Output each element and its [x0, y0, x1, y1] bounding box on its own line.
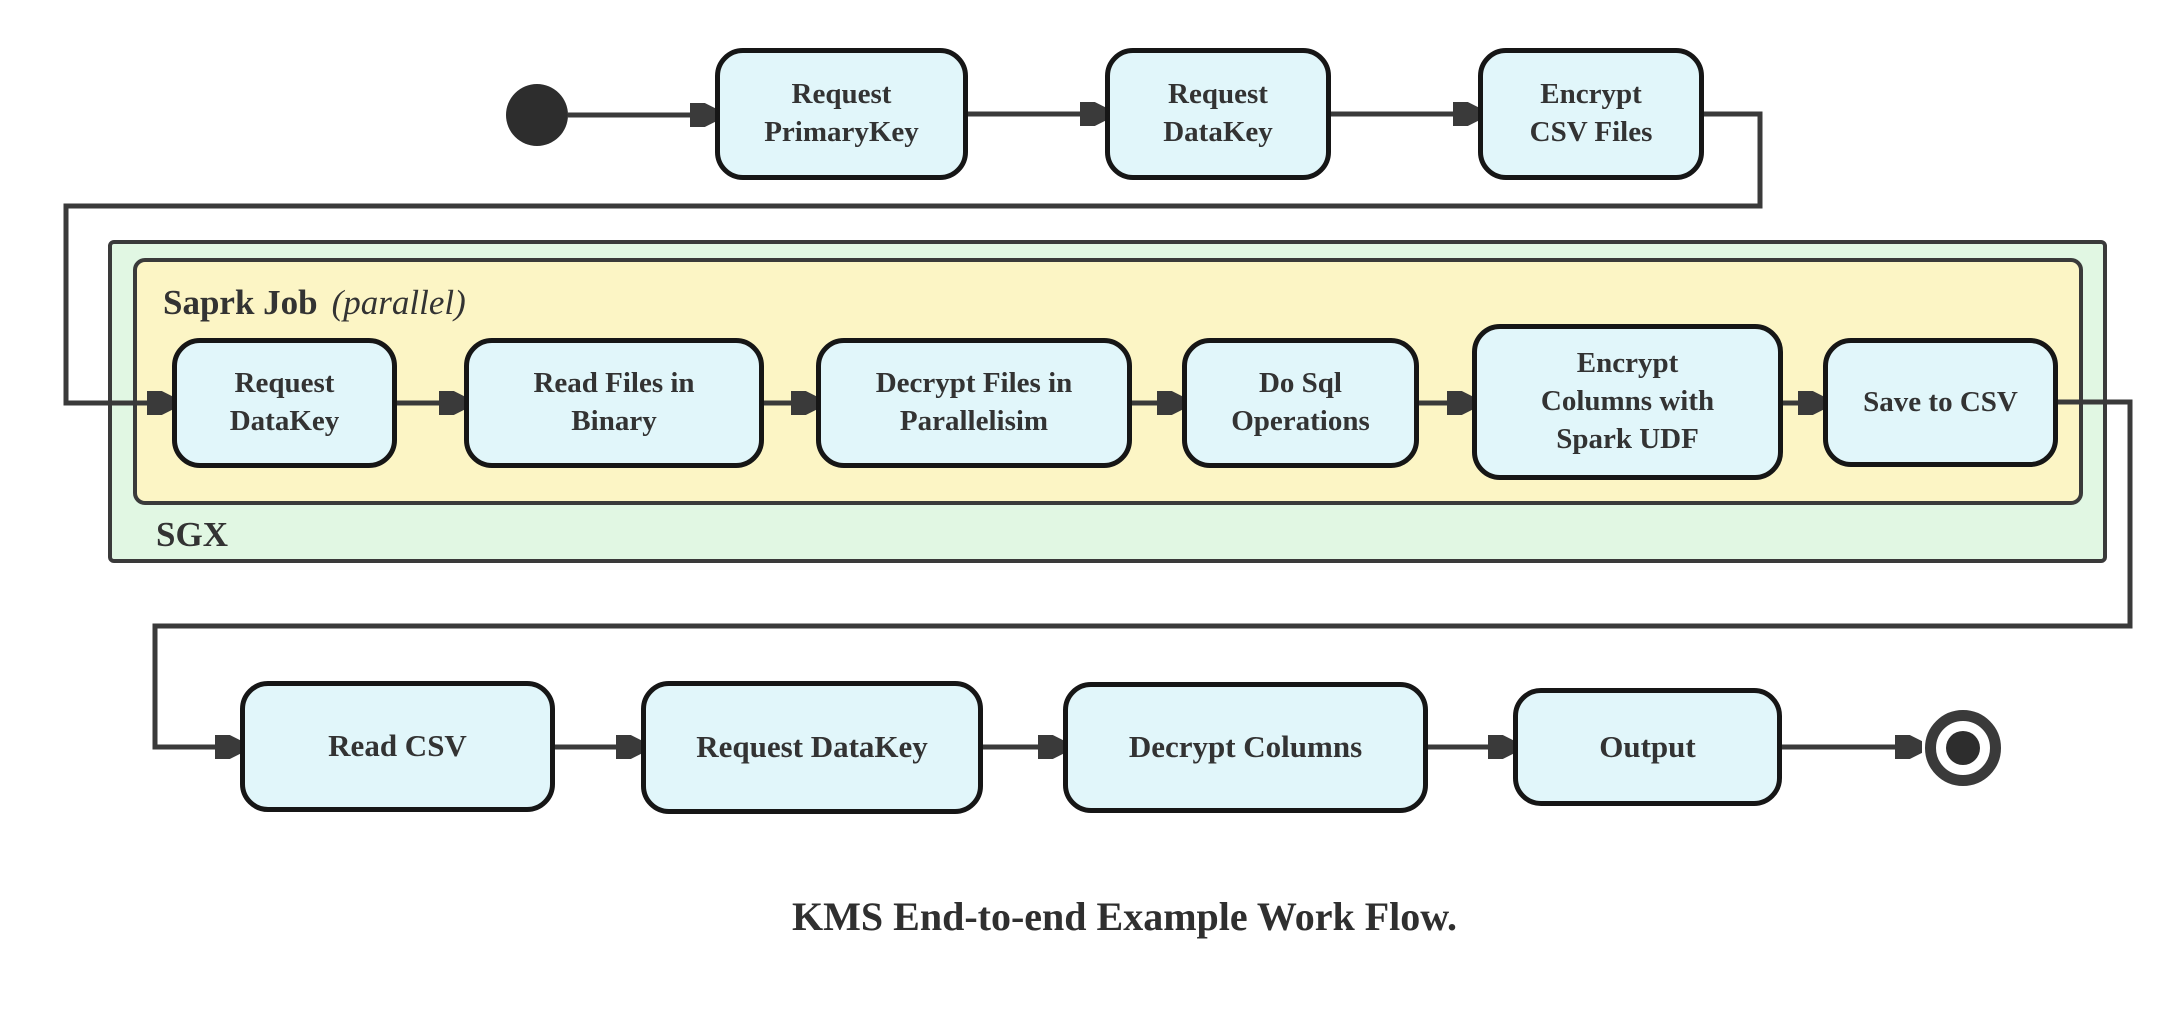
- node-encrypt-columns-with-spark-udf: Encrypt Columns with Spark UDF: [1472, 324, 1783, 480]
- start-node: [506, 84, 568, 146]
- node-label: Output: [1599, 728, 1696, 764]
- node-output: Output: [1513, 688, 1782, 806]
- node-label: Save to CSV: [1863, 385, 2018, 418]
- node-read-csv: Read CSV: [240, 681, 555, 812]
- node-label: Request DataKey: [229, 367, 340, 437]
- spark-job-label: Saprk Job (parallel): [163, 283, 466, 323]
- edge-save-to-csv-to-read-csv: [152, 399, 2133, 747]
- node-label: Read Files in Binary: [533, 367, 695, 437]
- node-label: Encrypt CSV Files: [1529, 78, 1653, 148]
- spark-job-parallel-qualifier: (parallel): [331, 283, 466, 322]
- spark-job-label-text: Saprk Job: [163, 283, 318, 322]
- node-request-datakey-spark: Request DataKey: [172, 338, 397, 468]
- node-decrypt-files-in-parallelisim: Decrypt Files in Parallelisim: [816, 338, 1132, 468]
- end-node: [1925, 710, 2001, 786]
- edge-encrypt-csv-files-to-request-datakey-spark: [63, 111, 1763, 403]
- node-label: Request DataKey: [1163, 78, 1273, 148]
- node-encrypt-csv-files: Encrypt CSV Files: [1478, 48, 1704, 180]
- sgx-label: SGX: [156, 515, 228, 554]
- node-label: Read CSV: [328, 728, 467, 764]
- node-request-datakey-client: Request DataKey: [641, 681, 983, 814]
- node-label: Encrypt Columns with Spark UDF: [1540, 347, 1715, 455]
- node-label: Request DataKey: [696, 729, 928, 765]
- node-label: Decrypt Files in Parallelisim: [875, 367, 1073, 437]
- node-request-primarykey: Request PrimaryKey: [715, 48, 968, 180]
- diagram-caption: KMS End-to-end Example Work Flow.: [792, 894, 1457, 939]
- node-decrypt-columns: Decrypt Columns: [1063, 682, 1428, 813]
- node-label: Decrypt Columns: [1128, 729, 1363, 765]
- end-node-dot: [1946, 731, 1980, 765]
- node-label: Do Sql Operations: [1231, 367, 1370, 437]
- node-request-datakey-top: Request DataKey: [1105, 48, 1331, 180]
- node-save-to-csv: Save to CSV: [1823, 338, 2058, 467]
- node-label: Request PrimaryKey: [764, 78, 919, 148]
- node-do-sql-operations: Do Sql Operations: [1182, 338, 1419, 468]
- node-read-files-in-binary: Read Files in Binary: [464, 338, 764, 468]
